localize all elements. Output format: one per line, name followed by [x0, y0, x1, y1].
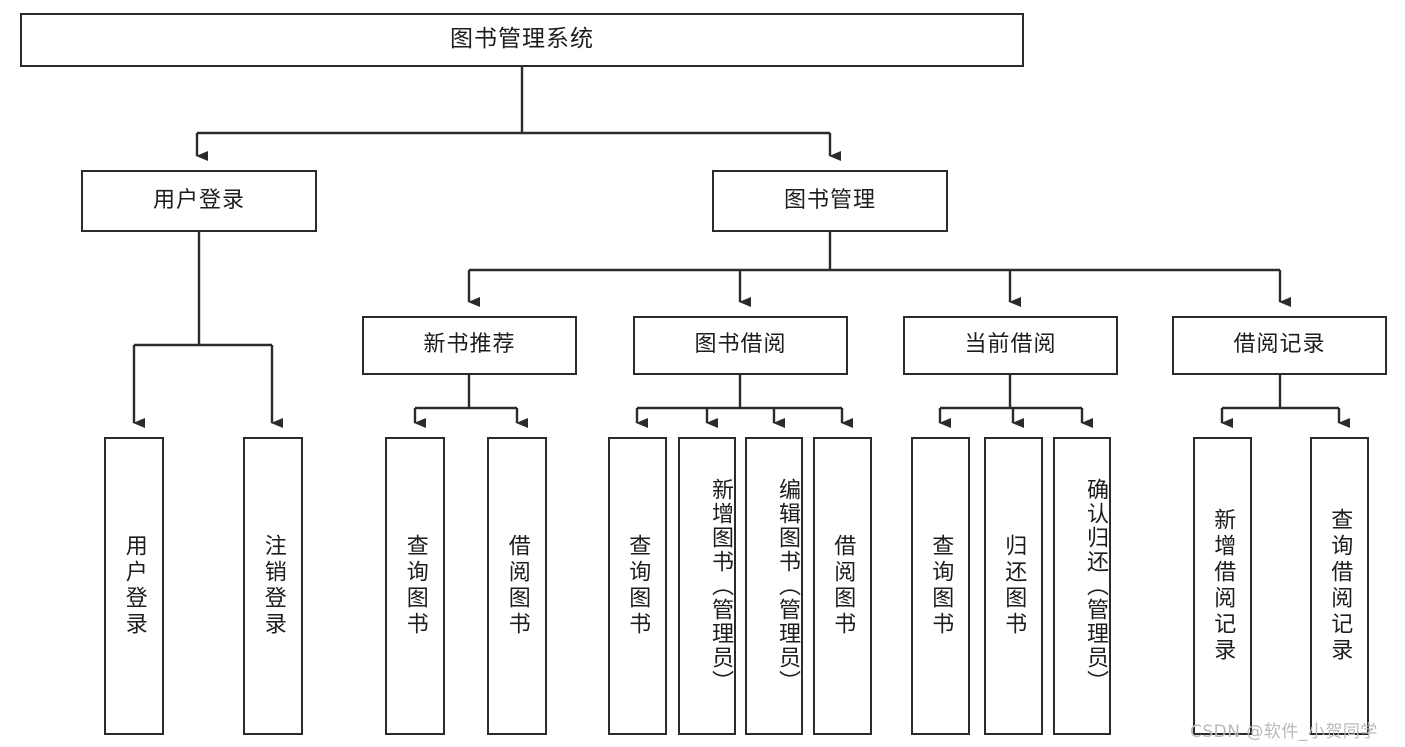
- leaf-edit-book-label: 编辑图书（管理员）: [775, 478, 800, 694]
- leaf-return-book-label: 归还图书: [1001, 534, 1027, 638]
- node-user-login[interactable]: 用户登录: [81, 170, 317, 232]
- node-new-book-recommend-label: 新书推荐: [423, 332, 516, 358]
- leaf-add-book-label: 新增图书（管理员）: [708, 478, 733, 694]
- node-book-manage-label: 图书管理: [783, 187, 876, 213]
- leaf-query-book-2-label: 查询图书: [625, 534, 651, 638]
- leaf-user-login[interactable]: 用户登录: [104, 437, 164, 735]
- node-book-manage[interactable]: 图书管理: [712, 170, 948, 232]
- node-borrow-record[interactable]: 借阅记录: [1172, 316, 1387, 375]
- csdn-watermark: CSDN @软件_小贺同学: [1190, 722, 1378, 742]
- leaf-confirm-return-label: 确认归还（管理员）: [1083, 478, 1108, 694]
- leaf-add-record[interactable]: 新增借阅记录: [1193, 437, 1252, 735]
- node-root[interactable]: 图书管理系统: [20, 13, 1024, 67]
- leaf-borrow-book-2[interactable]: 借阅图书: [813, 437, 872, 735]
- node-user-login-label: 用户登录: [152, 187, 245, 213]
- leaf-query-record-label: 查询借阅记录: [1327, 508, 1353, 664]
- leaf-query-record[interactable]: 查询借阅记录: [1310, 437, 1369, 735]
- leaf-borrow-book-1-label: 借阅图书: [504, 534, 530, 638]
- leaf-query-book-2[interactable]: 查询图书: [608, 437, 667, 735]
- leaf-query-book-3[interactable]: 查询图书: [911, 437, 970, 735]
- leaf-return-book[interactable]: 归还图书: [984, 437, 1043, 735]
- leaf-user-login-label: 用户登录: [121, 534, 147, 638]
- leaf-query-book-1-label: 查询图书: [402, 534, 428, 638]
- node-book-borrow[interactable]: 图书借阅: [633, 316, 848, 375]
- leaf-query-book-3-label: 查询图书: [928, 534, 954, 638]
- node-book-borrow-label: 图书借阅: [694, 332, 787, 358]
- node-root-label: 图书管理系统: [450, 26, 594, 53]
- leaf-add-record-label: 新增借阅记录: [1210, 508, 1236, 664]
- leaf-logout-label: 注销登录: [260, 534, 286, 638]
- node-current-borrow-label: 当前借阅: [964, 332, 1057, 358]
- leaf-edit-book[interactable]: 编辑图书（管理员）: [745, 437, 803, 735]
- leaf-logout[interactable]: 注销登录: [243, 437, 303, 735]
- node-borrow-record-label: 借阅记录: [1233, 332, 1326, 358]
- node-current-borrow[interactable]: 当前借阅: [903, 316, 1118, 375]
- leaf-borrow-book-1[interactable]: 借阅图书: [487, 437, 547, 735]
- node-new-book-recommend[interactable]: 新书推荐: [362, 316, 577, 375]
- leaf-query-book-1[interactable]: 查询图书: [385, 437, 445, 735]
- leaf-borrow-book-2-label: 借阅图书: [830, 534, 856, 638]
- leaf-confirm-return[interactable]: 确认归还（管理员）: [1053, 437, 1111, 735]
- leaf-add-book[interactable]: 新增图书（管理员）: [678, 437, 736, 735]
